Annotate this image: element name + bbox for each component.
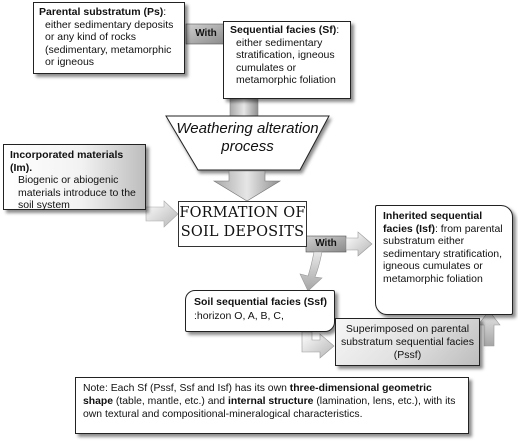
sequential-body: either sedimentary stratification, igneo…	[236, 36, 336, 87]
formation-line2: SOIL DEPOSITS	[180, 224, 305, 240]
superimposed-text: Superimposed on parental substratum sequ…	[340, 323, 475, 361]
with-label-top: With	[195, 28, 217, 39]
weathering-label: Weathering alteration process	[166, 120, 329, 156]
formation-line1: FORMATION OF	[179, 205, 306, 221]
incorporated-materials-box: Incorporated materials (Im). Biogenic or…	[3, 144, 146, 211]
sequential-colon: :	[336, 24, 340, 36]
weathering-line2: process	[221, 138, 274, 155]
superimposed-box: Superimposed on parental substratum sequ…	[335, 318, 480, 366]
incorporated-arrow	[145, 200, 179, 228]
inherited-body: from parental substratum either sediment…	[383, 222, 503, 285]
soil-to-superimposed-arrow	[301, 331, 335, 359]
note-bold2: internal structure	[227, 396, 314, 407]
soil-title: Soil sequential facies (Ssf)	[194, 296, 328, 308]
soil-body: horizon O, A, B, C,	[196, 310, 284, 322]
inherited-colon: :	[434, 222, 438, 235]
note-part3: (lamination, lens, etc.), with its own t…	[83, 396, 456, 420]
note-part1: Note: Each Sf (Pssf, Ssf and Isf) has it…	[83, 383, 290, 394]
parental-colon: :	[163, 6, 167, 18]
sequential-to-weathering-arrow	[229, 98, 259, 118]
sequential-title: Sequential facies (Sf)	[230, 24, 337, 36]
soil-arrow	[299, 251, 323, 292]
inherited-arrow	[345, 231, 373, 257]
parental-substratum-box: Parental substratum (Ps): either sedimen…	[33, 2, 185, 74]
parental-title: Parental substratum (Ps)	[39, 6, 164, 18]
sequential-facies-box: Sequential facies (Sf): either sedimenta…	[223, 21, 351, 99]
note-part2: (table, mantle, etc.) and	[113, 396, 228, 407]
weathering-line1: Weathering alteration	[176, 120, 319, 137]
with-label-right: With	[315, 238, 337, 249]
weathering-down-arrow	[212, 170, 282, 202]
inherited-title: Inherited sequential facies (Isf)	[383, 210, 483, 235]
note-box: Note: Each Sf (Pssf, Ssf and Isf) has it…	[75, 377, 469, 434]
incorporated-body: Biogenic or abiogenic materials introduc…	[18, 174, 136, 211]
soil-facies-box: Soil sequential facies (Ssf) :horizon O,…	[185, 290, 335, 332]
formation-box: FORMATION OF SOIL DEPOSITS	[178, 201, 307, 247]
weathering-funnel	[165, 115, 330, 171]
inherited-facies-box: Inherited sequential facies (Isf): from …	[375, 205, 513, 315]
soil-colon: :	[194, 310, 197, 322]
note-bold1: three-dimensional geometric shape	[83, 383, 432, 407]
parental-body: either sedimentary deposits or any kind …	[45, 18, 174, 69]
superimposed-to-inherited-arrow	[477, 310, 501, 347]
incorporated-title: Incorporated materials (Im).	[10, 149, 124, 174]
